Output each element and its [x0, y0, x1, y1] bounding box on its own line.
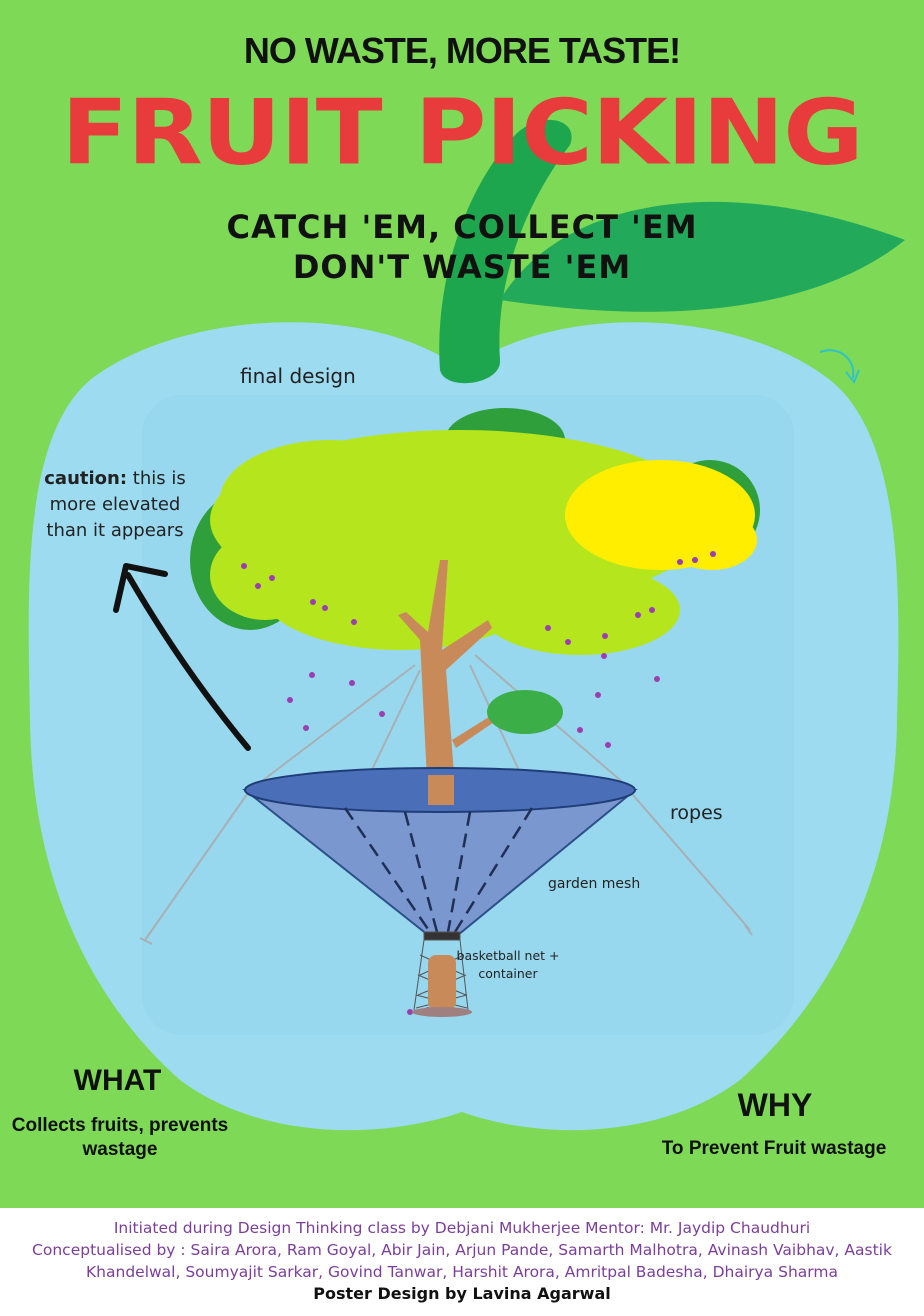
caution-arrow-icon: [125, 572, 251, 751]
caution-text: this is more elevated than it appears: [46, 468, 186, 541]
ropes-label: ropes: [670, 802, 723, 824]
subheading-line-1: CATCH 'EM, COLLECT 'EM: [226, 208, 698, 246]
tree-crown: [190, 408, 760, 655]
poster: NO WASTE, MORE TASTE! FRUIT PICKING CATC…: [0, 0, 924, 1208]
ropes: [139, 654, 753, 945]
headline: FRUIT PICKING: [61, 80, 863, 186]
caution-note: caution: this is more elevated than it a…: [40, 466, 190, 544]
why-heading: WHY: [737, 1087, 813, 1123]
initiated-credit: Initiated during Design Thinking class b…: [113, 1219, 811, 1237]
mesh-label: garden mesh: [548, 876, 641, 892]
curl-arrow-icon: [819, 349, 855, 379]
poster-artwork: [28, 119, 905, 1131]
apple-leaf-icon: [500, 201, 905, 312]
tree-trunk: [398, 560, 492, 800]
apple-stem-icon: [439, 119, 572, 384]
credits-footer: Initiated during Design Thinking class b…: [0, 1208, 924, 1316]
what-text: Collects fruits, prevents wastage: [11, 1115, 229, 1160]
tagline: NO WASTE, MORE TASTE!: [243, 30, 681, 71]
diagram-title: final design: [240, 364, 356, 388]
branch-leaves: [487, 690, 563, 734]
poster-design-credit: Poster Design by Lavina Agarwal: [313, 1284, 611, 1303]
caution-label: caution:: [44, 468, 128, 489]
net-label: basketball net + container: [456, 948, 560, 981]
why-text: To Prevent Fruit wastage: [661, 1138, 887, 1159]
container: [428, 955, 456, 1010]
conceptualised-credit: Conceptualised by : Saira Arora, Ram Goy…: [32, 1241, 892, 1281]
subheading: CATCH 'EM, COLLECT 'EM DON'T WASTE 'EM: [0, 207, 924, 287]
subheading-line-2: DON'T WASTE 'EM: [292, 248, 632, 286]
what-heading: WHAT: [73, 1064, 162, 1097]
